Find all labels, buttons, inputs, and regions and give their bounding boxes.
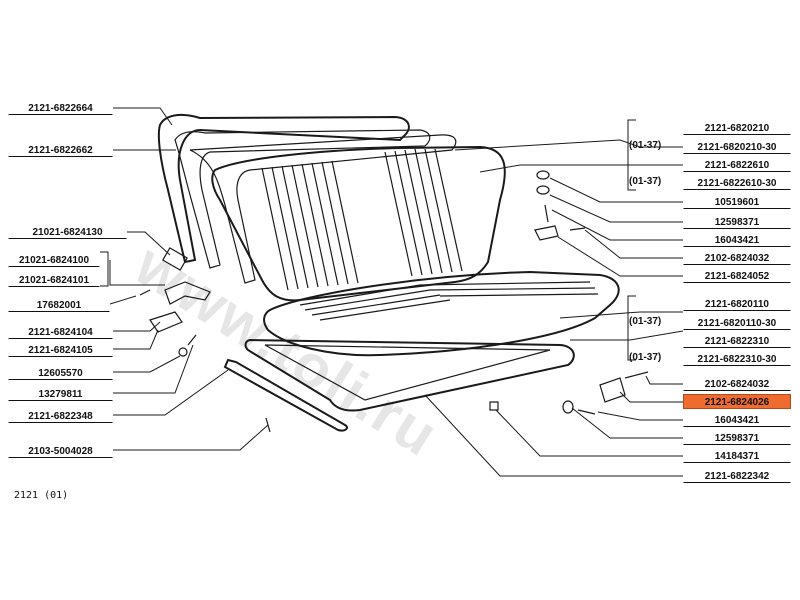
part-label-2102-6824032: 2102-6824032 [683, 250, 791, 265]
part-label-13279811: 13279811 [8, 386, 113, 401]
part-label-2121-6824026-highlighted[interactable]: 2121-6824026 [683, 394, 791, 409]
part-label-2121-6822310-30: 2121-6822310-30 [683, 351, 791, 366]
seat-back-trim-outer [157, 113, 410, 264]
seat-back-ribs [261, 148, 463, 291]
part-label-2121-6820110-30: 2121-6820110-30 [683, 315, 791, 330]
part-label-2103-5004028: 2103-5004028 [8, 443, 113, 458]
variant-note: (01-37) [629, 176, 662, 187]
part-label-2121-6822310: 2121-6822310 [683, 333, 791, 348]
part-label-2121-6824105: 2121-6824105 [8, 342, 113, 357]
part-label-2121-6822610-30: 2121-6822610-30 [683, 175, 791, 190]
part-label-2121-6822348: 2121-6822348 [8, 408, 113, 423]
seat-frame-inner [264, 344, 551, 401]
variant-note: (01-37) [629, 140, 662, 151]
part-label-2121-6820210-30: 2121-6820210-30 [683, 139, 791, 154]
part-label-21021-6824130: 21021-6824130 [8, 224, 127, 239]
part-label-2102-6824032-b: 2102-6824032 [683, 376, 791, 391]
part-label-21021-6824100: 21021-6824100 [8, 252, 100, 267]
seat-cushion-ribs [299, 281, 599, 321]
diagram-footer-code: 2121 (01) [14, 490, 69, 501]
variant-brackets [100, 119, 636, 361]
seat-lower-trim [223, 358, 348, 432]
part-label-2121-6824104: 2121-6824104 [8, 324, 113, 339]
variant-note: (01-37) [629, 316, 662, 327]
part-label-2121-6822342: 2121-6822342 [683, 468, 791, 483]
part-label-2121-6822662: 2121-6822662 [8, 142, 113, 157]
part-label-12598371: 12598371 [683, 214, 791, 229]
part-label-2121-6820210: 2121-6820210 [683, 120, 791, 135]
seat-back-trim-inner [174, 129, 431, 269]
seat-frame [244, 338, 575, 412]
seat-back [211, 145, 506, 302]
variant-note: (01-37) [629, 352, 662, 363]
part-label-2121-6822610: 2121-6822610 [683, 157, 791, 172]
seat-cushion [263, 270, 620, 357]
part-label-2121-6822664: 2121-6822664 [8, 100, 113, 115]
part-label-16043421: 16043421 [683, 232, 791, 247]
leader-lines-right [424, 139, 684, 477]
part-label-12598371-b: 12598371 [683, 430, 791, 445]
hardware-right [489, 170, 649, 415]
part-label-21021-6824101: 21021-6824101 [8, 272, 100, 287]
part-label-10519601: 10519601 [683, 194, 791, 209]
seat-back-frame [189, 134, 457, 284]
leader-lines-left [109, 107, 269, 451]
part-label-2121-6820110: 2121-6820110 [683, 296, 791, 311]
part-label-2121-6824052: 2121-6824052 [683, 268, 791, 283]
part-label-16043421-b: 16043421 [683, 412, 791, 427]
part-label-12605570: 12605570 [8, 365, 113, 380]
part-label-17682001: 17682001 [8, 297, 110, 312]
part-label-14184371: 14184371 [683, 448, 791, 463]
